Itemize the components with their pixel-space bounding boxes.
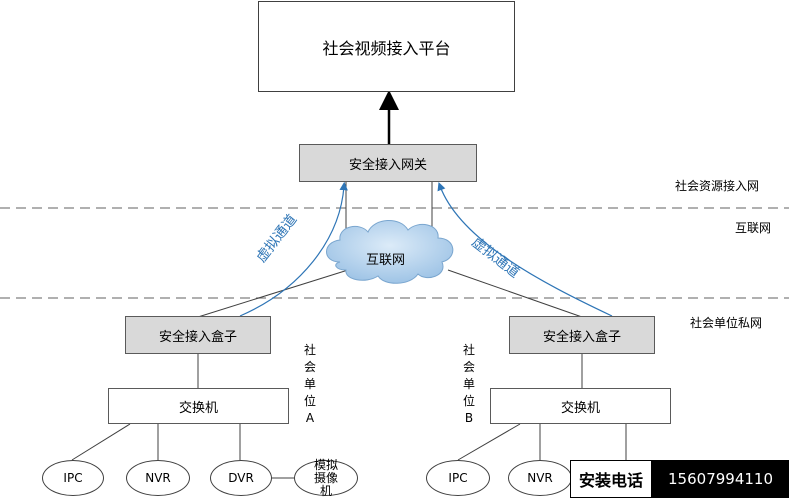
unit-a-label: 社会单位A	[303, 343, 316, 425]
unit-a-device-ipc: IPC	[42, 460, 104, 496]
unit-b-switch-label: 交换机	[560, 400, 600, 416]
unit-a-switch: 交换机	[108, 388, 289, 424]
internet-cloud-label: 互联网	[366, 253, 406, 268]
unit-b-label: 社会单位B	[462, 343, 475, 425]
unit-a-device-analog-camera: 模拟摄像机	[294, 458, 358, 497]
unit-a-access-box-label: 安全接入盒子	[158, 329, 237, 345]
unit-b-device-nvr: NVR	[508, 460, 572, 496]
unit-b-switch: 交换机	[490, 388, 671, 424]
unit-a-access-box: 安全接入盒子	[125, 316, 271, 354]
unit-a-device-dvr: DVR	[210, 460, 272, 496]
unit-a-device-nvr: NVR	[126, 460, 190, 496]
unit-b-device-ipc: IPC	[426, 460, 490, 496]
video-platform-label: 社会视频接入平台	[322, 38, 451, 58]
internet-cloud	[326, 220, 454, 284]
security-gateway-box: 安全接入网关	[299, 144, 477, 182]
video-platform-box: 社会视频接入平台	[258, 1, 515, 92]
unit-b-access-box: 安全接入盒子	[509, 316, 655, 354]
zone-label-internet: 互联网	[735, 221, 772, 235]
zone-label-resource-net: 社会资源接入网	[675, 179, 760, 193]
unit-b-access-box-label: 安全接入盒子	[542, 329, 621, 345]
security-gateway-label: 安全接入网关	[348, 157, 427, 173]
unit-a-switch-label: 交换机	[178, 400, 218, 416]
contact-number: 15607994110	[652, 460, 789, 498]
virtual-channel-left	[239, 181, 348, 317]
zone-label-private-net: 社会单位私网	[690, 316, 763, 330]
contact-label: 安装电话	[570, 460, 653, 498]
virtual-channel-right	[437, 182, 613, 317]
contact-banner: 安装电话 15607994110	[570, 460, 789, 498]
